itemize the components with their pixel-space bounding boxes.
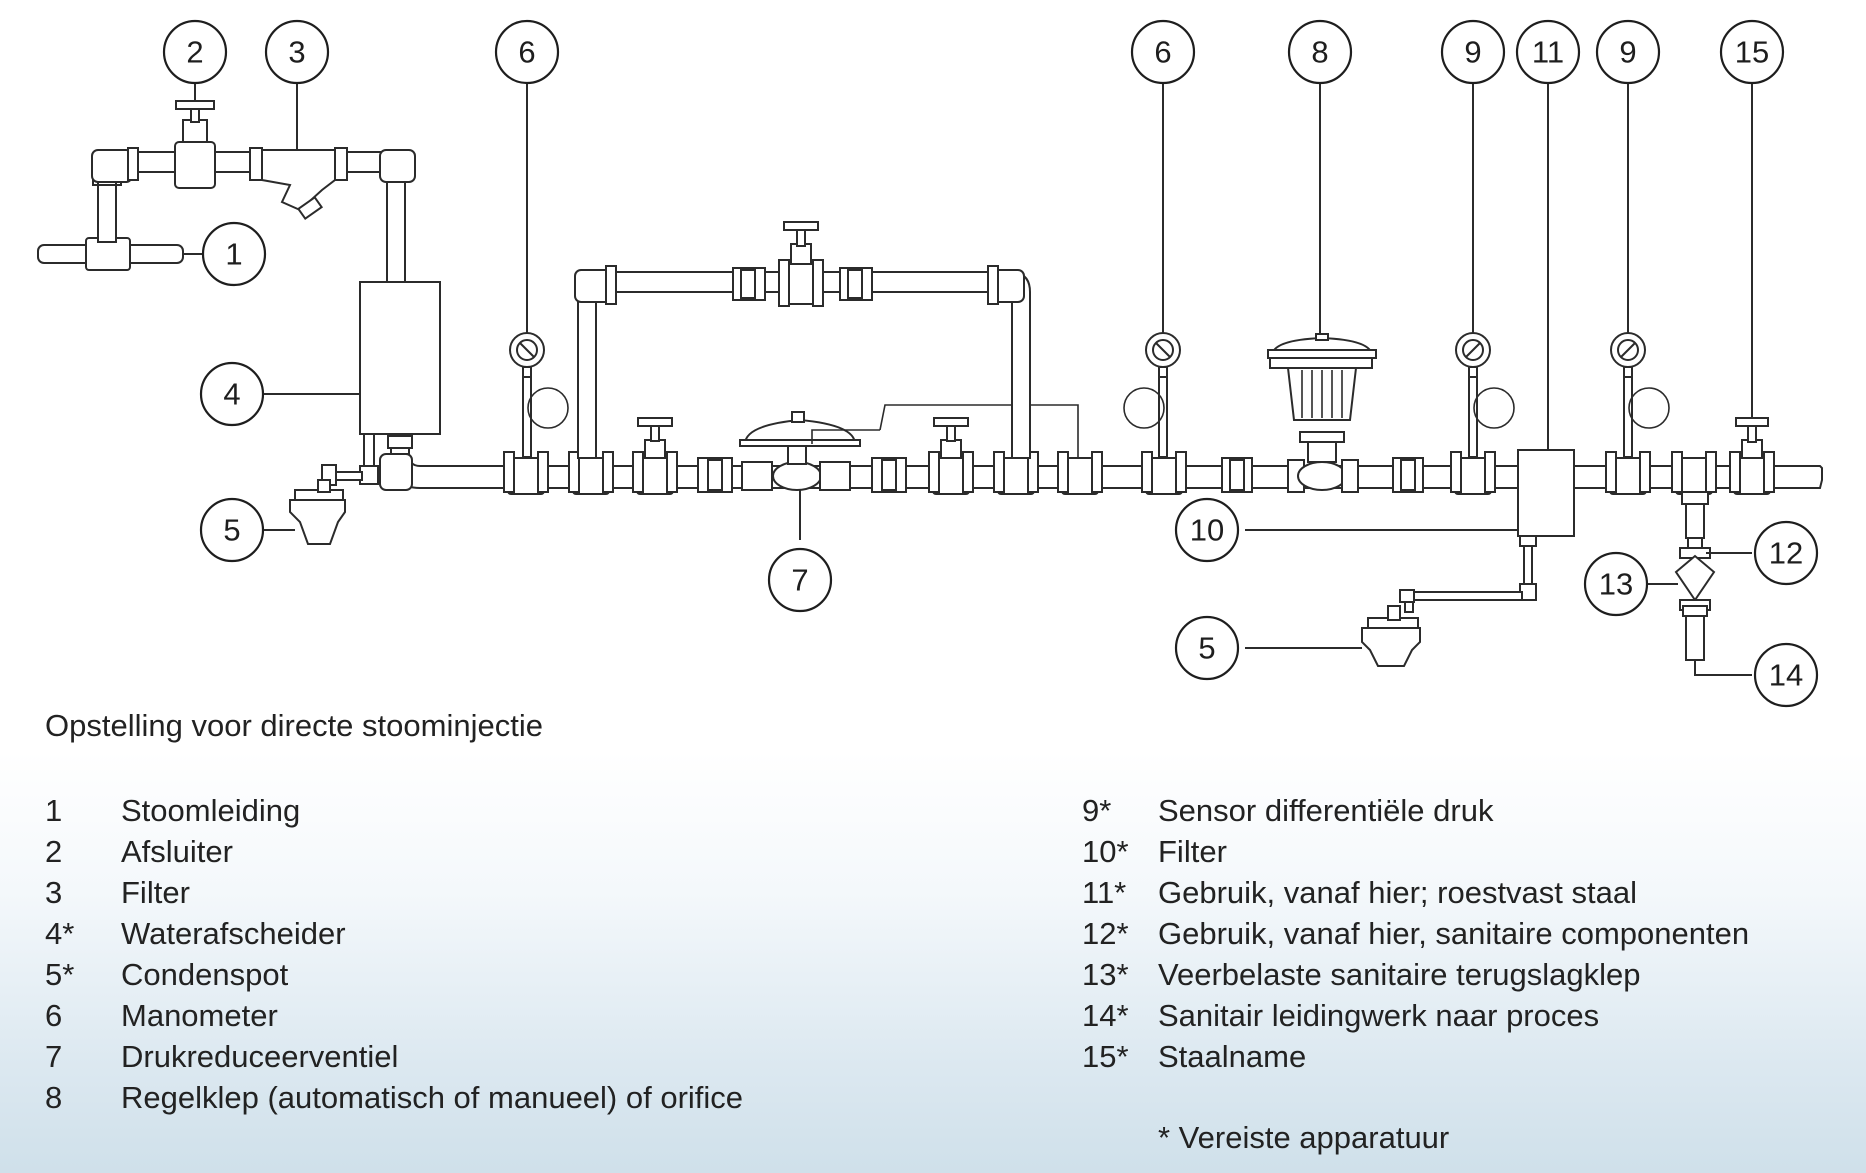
svg-text:9: 9 (1464, 35, 1481, 70)
svg-text:11: 11 (1532, 35, 1564, 70)
svg-text:7: 7 (791, 563, 808, 598)
legend-item: 1 Stoomleiding (45, 790, 743, 831)
legend-number: 9* (1082, 793, 1112, 828)
callout-6a: 6 (494, 19, 560, 85)
callout-13: 13 (1583, 551, 1649, 617)
legend-text: Sanitair leidingwerk naar proces (1158, 998, 1600, 1033)
legend-item: 11* Gebruik, vanaf hier; roestvast staal (1082, 872, 1749, 913)
callout-1: 1 (201, 221, 267, 287)
svg-text:3: 3 (288, 35, 305, 70)
legend-number: 3 (45, 875, 63, 910)
legend-item: 2 Afsluiter (45, 831, 743, 872)
svg-text:6: 6 (518, 35, 535, 70)
svg-text:2: 2 (186, 35, 203, 70)
legend-number: 13* (1082, 957, 1129, 992)
callout-12: 12 (1753, 520, 1819, 586)
callout-9b: 9 (1595, 19, 1661, 85)
legend-number: 12* (1082, 916, 1129, 951)
svg-text:10: 10 (1190, 513, 1224, 548)
svg-text:12: 12 (1769, 536, 1803, 571)
legend-left: 1 Stoomleiding 2 Afsluiter 3 Filter 4* Water… (45, 790, 743, 1118)
legend-text: Staalname (1158, 1039, 1307, 1074)
callout-7: 7 (767, 547, 833, 613)
legend-item: 5* Condenspot (45, 954, 743, 995)
callout-14: 14 (1753, 642, 1819, 708)
callout-8: 8 (1287, 19, 1353, 85)
legend-item: 4* Waterafscheider (45, 913, 743, 954)
svg-text:14: 14 (1769, 658, 1803, 693)
legend-text: Gebruik, vanaf hier; roestvast staal (1158, 875, 1638, 910)
legend-number: 15* (1082, 1039, 1129, 1074)
legend-text: Waterafscheider (121, 916, 346, 951)
legend-text: Filter (121, 875, 190, 910)
legend-text: Sensor differentiële druk (1158, 793, 1494, 828)
legend-item: 9* Sensor differentiële druk (1082, 790, 1749, 831)
piping-diagram: 2 3 6 6 8 9 11 9 15 1 4 5 7 10 12 13 5 1… (37, 19, 1823, 708)
water-separator (289, 281, 441, 545)
legend-number: 6 (45, 998, 63, 1033)
legend-item: 7 Drukreduceerventiel (45, 1036, 743, 1077)
legend-text: Gebruik, vanaf hier, sanitaire component… (1158, 916, 1750, 951)
callout-11: 11 (1515, 19, 1581, 85)
legend-text: Condenspot (121, 957, 289, 992)
legend-text: Filter (1158, 834, 1227, 869)
legend-item: 3 Filter (45, 872, 743, 913)
legend-number: 7 (45, 1039, 63, 1074)
svg-text:5: 5 (223, 513, 240, 548)
svg-text:13: 13 (1599, 567, 1633, 602)
leader-lines (183, 83, 1753, 676)
svg-text:4: 4 (223, 377, 240, 412)
legend-text: Veerbelaste sanitaire terugslagklep (1158, 957, 1641, 992)
legend-number: 4* (45, 916, 75, 951)
legend-number: 11* (1082, 875, 1127, 910)
callout-2: 2 (162, 19, 228, 85)
svg-text:9: 9 (1619, 35, 1636, 70)
legend-number: 14* (1082, 998, 1129, 1033)
legend-item: 13* Veerbelaste sanitaire terugslagklep (1082, 954, 1749, 995)
legend-item: 14* Sanitair leidingwerk naar proces (1082, 995, 1749, 1036)
legend-text: Regelklep (automatisch of manueel) of or… (121, 1080, 744, 1115)
required-equipment-footnote: * Vereiste apparatuur (1158, 1120, 1450, 1155)
callout-9a: 9 (1440, 19, 1506, 85)
svg-text:6: 6 (1154, 35, 1171, 70)
callout-5a: 5 (199, 497, 265, 563)
callout-10: 10 (1174, 497, 1240, 563)
svg-text:1: 1 (225, 237, 242, 272)
callout-4: 4 (199, 361, 265, 427)
legend-text: Manometer (121, 998, 278, 1033)
legend-text: Stoomleiding (121, 793, 301, 828)
legend-number: 5* (45, 957, 75, 992)
legend-number: 2 (45, 834, 63, 869)
gauges (509, 332, 1670, 458)
svg-text:15: 15 (1735, 35, 1769, 70)
legend-text: Drukreduceerventiel (121, 1039, 399, 1074)
legend-number: 1 (45, 793, 63, 828)
legend-number: 10* (1082, 834, 1129, 869)
bypass-loop (574, 221, 1031, 459)
main-steam-line (379, 333, 1823, 667)
svg-text:8: 8 (1311, 35, 1328, 70)
legend-item: 15* Staalname (1082, 1036, 1749, 1077)
callout-15: 15 (1719, 19, 1785, 85)
diagram-caption: Opstelling voor directe stoominjectie (45, 708, 543, 743)
legend-item: 8 Regelklep (automatisch of manueel) of o… (45, 1077, 743, 1118)
callout-3: 3 (264, 19, 330, 85)
svg-text:5: 5 (1198, 631, 1215, 666)
callout-5b: 5 (1174, 615, 1240, 681)
legend-item: 6 Manometer (45, 995, 743, 1036)
legend-right: 9* Sensor differentiële druk 10* Filter 11… (1082, 790, 1749, 1077)
legend-item: 10* Filter (1082, 831, 1749, 872)
legend-item: 12* Gebruik, vanaf hier, sanitaire compon… (1082, 913, 1749, 954)
callout-6b: 6 (1130, 19, 1196, 85)
legend-number: 8 (45, 1080, 63, 1115)
legend-text: Afsluiter (121, 834, 233, 869)
